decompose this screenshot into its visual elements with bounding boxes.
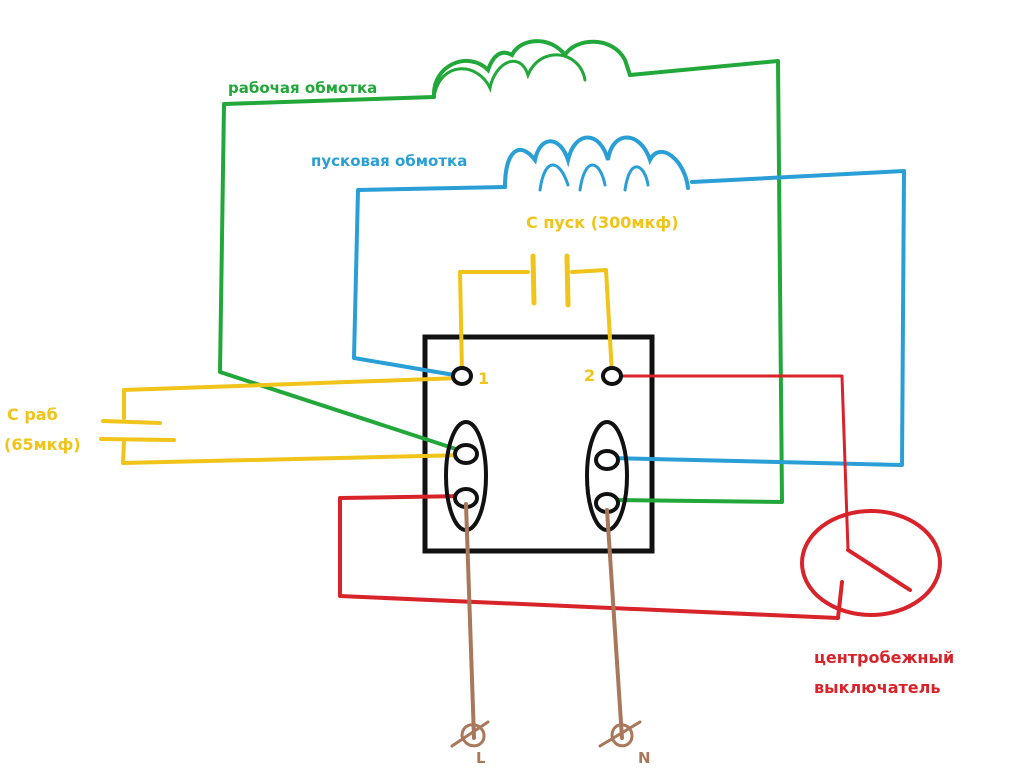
left-upper-terminal <box>453 443 479 465</box>
start-wire-right <box>608 169 906 467</box>
start-cap-plate-right <box>564 253 571 308</box>
run-winding-label: рабочая обмотка <box>228 79 377 97</box>
run-winding-coil <box>431 39 632 99</box>
start-winding-label: пусковая обмотка <box>311 152 467 170</box>
start-wire-left <box>352 185 507 378</box>
run-wire-left <box>218 95 467 454</box>
switch-contact-lever <box>846 548 912 592</box>
mains-N-label: N <box>638 749 651 767</box>
run-winding-coil-inner <box>432 53 587 99</box>
start-cap-wire-left <box>458 270 530 374</box>
run-cap-label-line1: С раб <box>7 405 58 424</box>
mains-wire-L <box>464 502 476 740</box>
start-cap-wire-right <box>570 268 614 376</box>
mains-wire-N <box>605 508 624 740</box>
right-upper-terminal <box>594 449 620 471</box>
switch-wire-bottom <box>338 494 844 620</box>
plug-pin-L <box>450 720 490 748</box>
start-cap-label: С пуск (300мкф) <box>526 213 679 232</box>
plug-pin-N <box>598 720 642 748</box>
run-cap-plate-top <box>101 419 162 425</box>
terminal-2 <box>601 366 623 386</box>
run-wire-right <box>610 59 784 504</box>
run-cap-label-line2: (65мкф) <box>4 435 81 454</box>
run-cap-wire-bottom <box>121 440 468 465</box>
centrifugal-switch <box>800 509 942 617</box>
terminal-1 <box>451 366 473 386</box>
terminal-2-label: 2 <box>584 366 595 385</box>
switch-label-line2: выключатель <box>814 678 940 697</box>
start-winding-coil <box>503 135 690 190</box>
switch-wire-top <box>612 374 850 552</box>
terminal-block <box>422 334 655 554</box>
run-cap-wire-top <box>122 376 462 420</box>
start-cap-plate-left <box>530 253 537 306</box>
mains-L-label: L <box>476 749 486 767</box>
start-winding-coil-inner <box>538 163 650 192</box>
run-cap-plate-bottom <box>99 437 176 442</box>
terminal-1-label: 1 <box>478 369 489 388</box>
switch-label-line1: центробежный <box>814 648 954 667</box>
